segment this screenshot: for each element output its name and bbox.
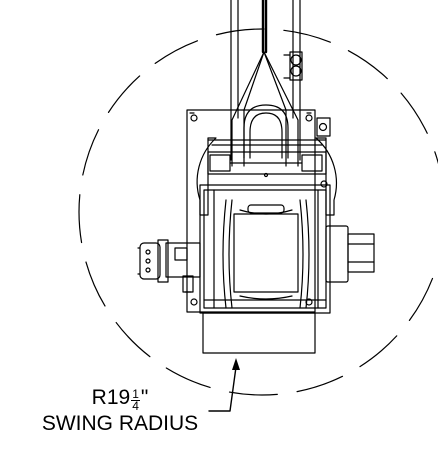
pivot-pin [207,151,327,178]
swing-radius-label: SWING RADIUS [41,412,199,435]
inch-mark: " [140,386,149,409]
boom-arm [230,0,301,161]
fraction-denominator: 4 [132,399,139,413]
boom-bracket [283,51,303,81]
drum-hub [325,225,375,283]
pin-housing [316,117,331,188]
winch-frame [199,184,331,314]
turret-disc [196,137,338,216]
fraction-numerator: 1 [131,387,140,401]
cable-yoke [231,51,299,167]
base-mount [202,312,316,354]
winch-motor [137,239,201,293]
swing-radius-circle [78,28,438,396]
winch-drum [222,199,310,309]
radius-whole-number: R19 [91,386,131,409]
base-plate [186,109,316,313]
radius-leader-line [208,358,240,412]
